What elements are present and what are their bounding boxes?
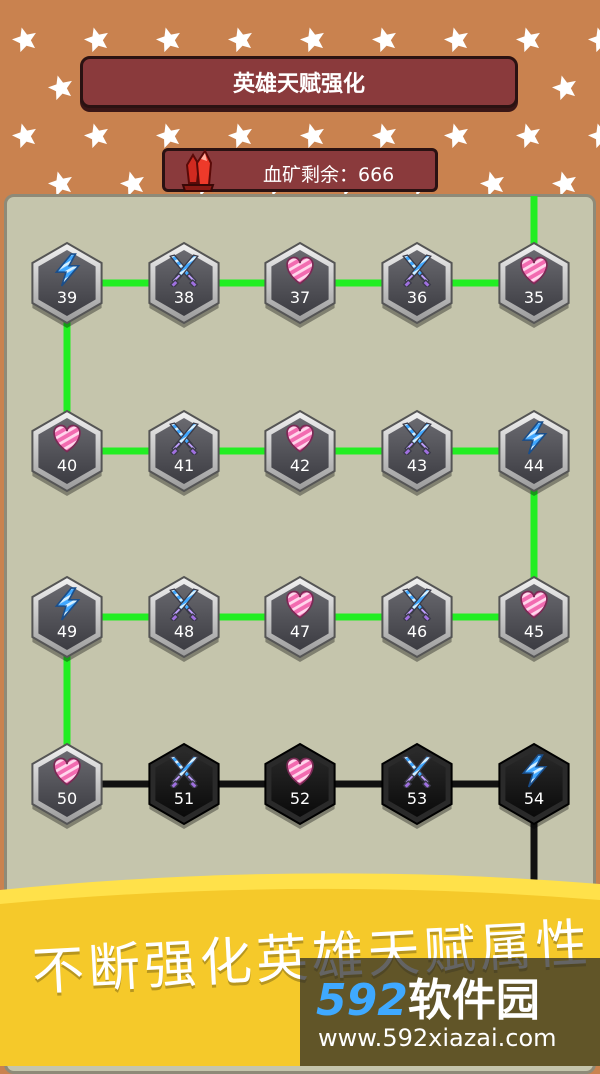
talent-node-38[interactable]: 38 (148, 241, 220, 328)
talent-node-number: 49 (57, 622, 77, 641)
talent-node-46[interactable]: 46 (381, 575, 453, 662)
talent-node-number: 35 (524, 288, 544, 307)
background-star (515, 27, 540, 53)
talent-node-36[interactable]: 36 (381, 241, 453, 328)
background-star (479, 171, 504, 197)
talent-node-number: 36 (407, 288, 427, 307)
background-star (443, 123, 468, 149)
talent-node-51[interactable]: 51 (148, 742, 220, 829)
background-star (47, 75, 72, 101)
talent-node-47[interactable]: 47 (264, 575, 336, 662)
background-star (227, 123, 252, 149)
talent-node-37[interactable]: 37 (264, 241, 336, 328)
background-star (551, 171, 576, 197)
background-star (83, 123, 108, 149)
talent-node-number: 44 (524, 456, 544, 475)
background-star (551, 75, 576, 101)
page-title-text: 英雄天赋强化 (232, 72, 365, 97)
background-star (11, 123, 36, 149)
talent-node-number: 39 (57, 288, 77, 307)
background-star (227, 27, 252, 53)
watermark-brand: 592软件园 (316, 964, 540, 1028)
background-star (83, 27, 108, 53)
talent-node-number: 50 (57, 789, 77, 808)
talent-node-number: 40 (57, 456, 77, 475)
page-title: 英雄天赋强化 (80, 56, 518, 108)
talent-node-44[interactable]: 44 (498, 409, 570, 496)
background-star (119, 171, 144, 197)
watermark-brand-number: 592 (316, 975, 408, 1026)
background-star (443, 27, 468, 53)
talent-node-52[interactable]: 52 (264, 742, 336, 829)
talent-node-number: 47 (290, 622, 310, 641)
talent-node-number: 52 (290, 789, 310, 808)
blood-ore-counter: 血矿剩余：666 (162, 148, 438, 192)
talent-node-number: 51 (174, 789, 194, 808)
talent-node-number: 48 (174, 622, 194, 641)
talent-node-number: 42 (290, 456, 310, 475)
background-star (47, 171, 72, 197)
talent-node-number: 54 (524, 789, 544, 808)
talent-node-48[interactable]: 48 (148, 575, 220, 662)
background-star (155, 123, 180, 149)
talent-node-number: 46 (407, 622, 427, 641)
background-star (155, 27, 180, 53)
talent-node-54[interactable]: 54 (498, 742, 570, 829)
background-star (371, 27, 396, 53)
talent-node-number: 41 (174, 456, 194, 475)
talent-node-number: 45 (524, 622, 544, 641)
talent-node-40[interactable]: 40 (31, 409, 103, 496)
talent-node-43[interactable]: 43 (381, 409, 453, 496)
background-star (299, 27, 324, 53)
talent-node-number: 38 (174, 288, 194, 307)
talent-node-number: 37 (290, 288, 310, 307)
talent-node-number: 43 (407, 456, 427, 475)
background-star (11, 27, 36, 53)
background-star (299, 123, 324, 149)
blood-ore-remaining-text: 血矿剩余：666 (263, 164, 395, 186)
background-star (515, 123, 540, 149)
talent-node-50[interactable]: 50 (31, 742, 103, 829)
talent-node-53[interactable]: 53 (381, 742, 453, 829)
watermark-logo: 592软件园 www.592xiazai.com (300, 958, 600, 1066)
talent-node-45[interactable]: 45 (498, 575, 570, 662)
watermark-url: www.592xiazai.com (318, 1024, 557, 1052)
talent-node-41[interactable]: 41 (148, 409, 220, 496)
watermark-brand-chinese: 软件园 (407, 975, 540, 1026)
talent-node-42[interactable]: 42 (264, 409, 336, 496)
talent-node-35[interactable]: 35 (498, 241, 570, 328)
talent-node-49[interactable]: 49 (31, 575, 103, 662)
background-star (371, 123, 396, 149)
red-crystal-icon (181, 149, 215, 192)
talent-node-number: 53 (407, 789, 427, 808)
talent-node-39[interactable]: 39 (31, 241, 103, 328)
